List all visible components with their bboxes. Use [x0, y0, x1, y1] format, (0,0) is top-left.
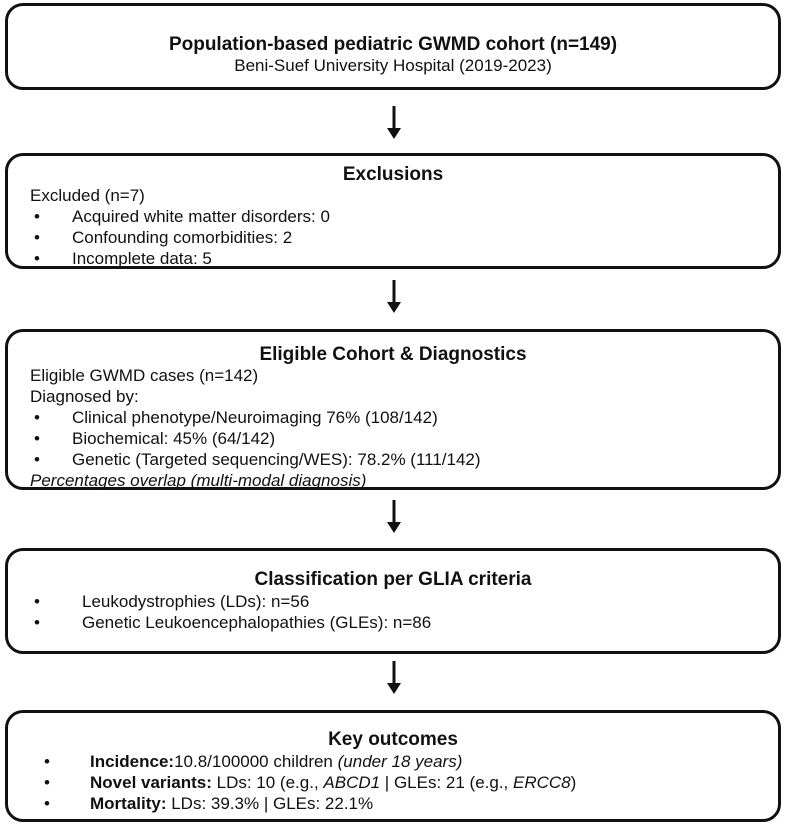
outcomes-title: Key outcomes — [328, 729, 458, 750]
exclusions-lead: Excluded (n=7) — [30, 186, 145, 205]
diagnostics-content: Eligible GWMD cases (n=142) Diagnosed by… — [30, 365, 481, 491]
classification-box: Classification per GLIA criteria • Leuko… — [5, 548, 781, 654]
list-item: • Acquired white matter disorders: 0 — [30, 206, 330, 227]
incidence-note: (under 18 years) — [337, 752, 463, 771]
exclusions-content: Excluded (n=7) • Acquired white matter d… — [30, 185, 330, 269]
bullet-icon: • — [44, 773, 50, 792]
incidence-outcome: Incidence:10.8/100000 children (under 18… — [90, 751, 462, 772]
exclusion-item: Confounding comorbidities: 2 — [72, 228, 293, 247]
arrow-down-icon — [387, 106, 401, 139]
diagnosed-by-label: Diagnosed by: — [30, 387, 139, 406]
novel-variants-outcome: Novel variants: LDs: 10 (e.g., ABCD1 | G… — [90, 772, 576, 793]
list-item: • Genetic (Targeted sequencing/WES): 78.… — [30, 449, 481, 470]
list-item: • Biochemical: 45% (64/142) — [30, 428, 481, 449]
cohort-box: Population-based pediatric GWMD cohort (… — [5, 3, 781, 90]
mortality-label: Mortality: — [90, 794, 167, 813]
gene-ercc8: ERCC8 — [513, 773, 571, 792]
diagnostics-title: Eligible Cohort & Diagnostics — [259, 344, 527, 365]
cohort-title: Population-based pediatric GWMD cohort (… — [168, 34, 618, 55]
diagnostic-item: Clinical phenotype/Neuroimaging 76% (108… — [72, 408, 438, 427]
novel-variants-text: ) — [570, 773, 577, 792]
incidence-value: 10.8/100000 children — [174, 752, 338, 771]
diagnostic-item: Biochemical: 45% (64/142) — [72, 429, 276, 448]
novel-variants-label: Novel variants: — [90, 773, 212, 792]
outcomes-box: Key outcomes • Incidence:10.8/100000 chi… — [5, 710, 781, 822]
classification-content: • Leukodystrophies (LDs): n=56 • Genetic… — [30, 591, 431, 633]
bullet-icon: • — [44, 752, 50, 771]
novel-variants-text: LDs: 10 (e.g., — [211, 773, 324, 792]
bullet-icon: • — [34, 450, 40, 469]
bullet-icon: • — [34, 249, 40, 268]
arrow-down-icon — [387, 500, 401, 533]
outcomes-content: • Incidence:10.8/100000 children (under … — [30, 751, 576, 814]
list-item: • Genetic Leukoencephalopathies (GLEs): … — [30, 612, 431, 633]
exclusions-title: Exclusions — [342, 164, 444, 185]
cohort-subtitle: Beni-Suef University Hospital (2019-2023… — [234, 56, 552, 75]
bullet-icon: • — [34, 613, 40, 632]
gene-abcd1: ABCD1 — [323, 773, 381, 792]
diagnostic-item: Genetic (Targeted sequencing/WES): 78.2%… — [72, 450, 481, 469]
incidence-label: Incidence: — [90, 752, 175, 771]
arrow-down-icon — [387, 280, 401, 313]
list-item: • Mortality: LDs: 39.3% | GLEs: 22.1% — [30, 793, 576, 814]
bullet-icon: • — [34, 228, 40, 247]
list-item: • Incidence:10.8/100000 children (under … — [30, 751, 576, 772]
exclusions-box: Exclusions Excluded (n=7) • Acquired whi… — [5, 153, 781, 269]
exclusion-item: Incomplete data: 5 — [72, 249, 212, 268]
diagnostics-lead: Eligible GWMD cases (n=142) — [30, 366, 259, 385]
bullet-icon: • — [34, 429, 40, 448]
list-item: • Confounding comorbidities: 2 — [30, 227, 330, 248]
arrow-down-icon — [387, 661, 401, 694]
list-item: • Clinical phenotype/Neuroimaging 76% (1… — [30, 407, 481, 428]
overlap-note: Percentages overlap (multi-modal diagnos… — [30, 471, 367, 490]
mortality-value: LDs: 39.3% | GLEs: 22.1% — [166, 794, 374, 813]
bullet-icon: • — [44, 794, 50, 813]
mortality-outcome: Mortality: LDs: 39.3% | GLEs: 22.1% — [90, 793, 373, 814]
bullet-icon: • — [34, 592, 40, 611]
diagnostics-box: Eligible Cohort & Diagnostics Eligible G… — [5, 329, 781, 490]
classification-item: Genetic Leukoencephalopathies (GLEs): n=… — [82, 613, 432, 632]
classification-title: Classification per GLIA criteria — [254, 569, 532, 590]
list-item: • Novel variants: LDs: 10 (e.g., ABCD1 |… — [30, 772, 576, 793]
bullet-icon: • — [34, 408, 40, 427]
bullet-icon: • — [34, 207, 40, 226]
list-item: • Incomplete data: 5 — [30, 248, 330, 269]
classification-item: Leukodystrophies (LDs): n=56 — [82, 592, 310, 611]
exclusion-item: Acquired white matter disorders: 0 — [72, 207, 330, 226]
list-item: • Leukodystrophies (LDs): n=56 — [30, 591, 431, 612]
novel-variants-text: | GLEs: 21 (e.g., — [380, 773, 513, 792]
